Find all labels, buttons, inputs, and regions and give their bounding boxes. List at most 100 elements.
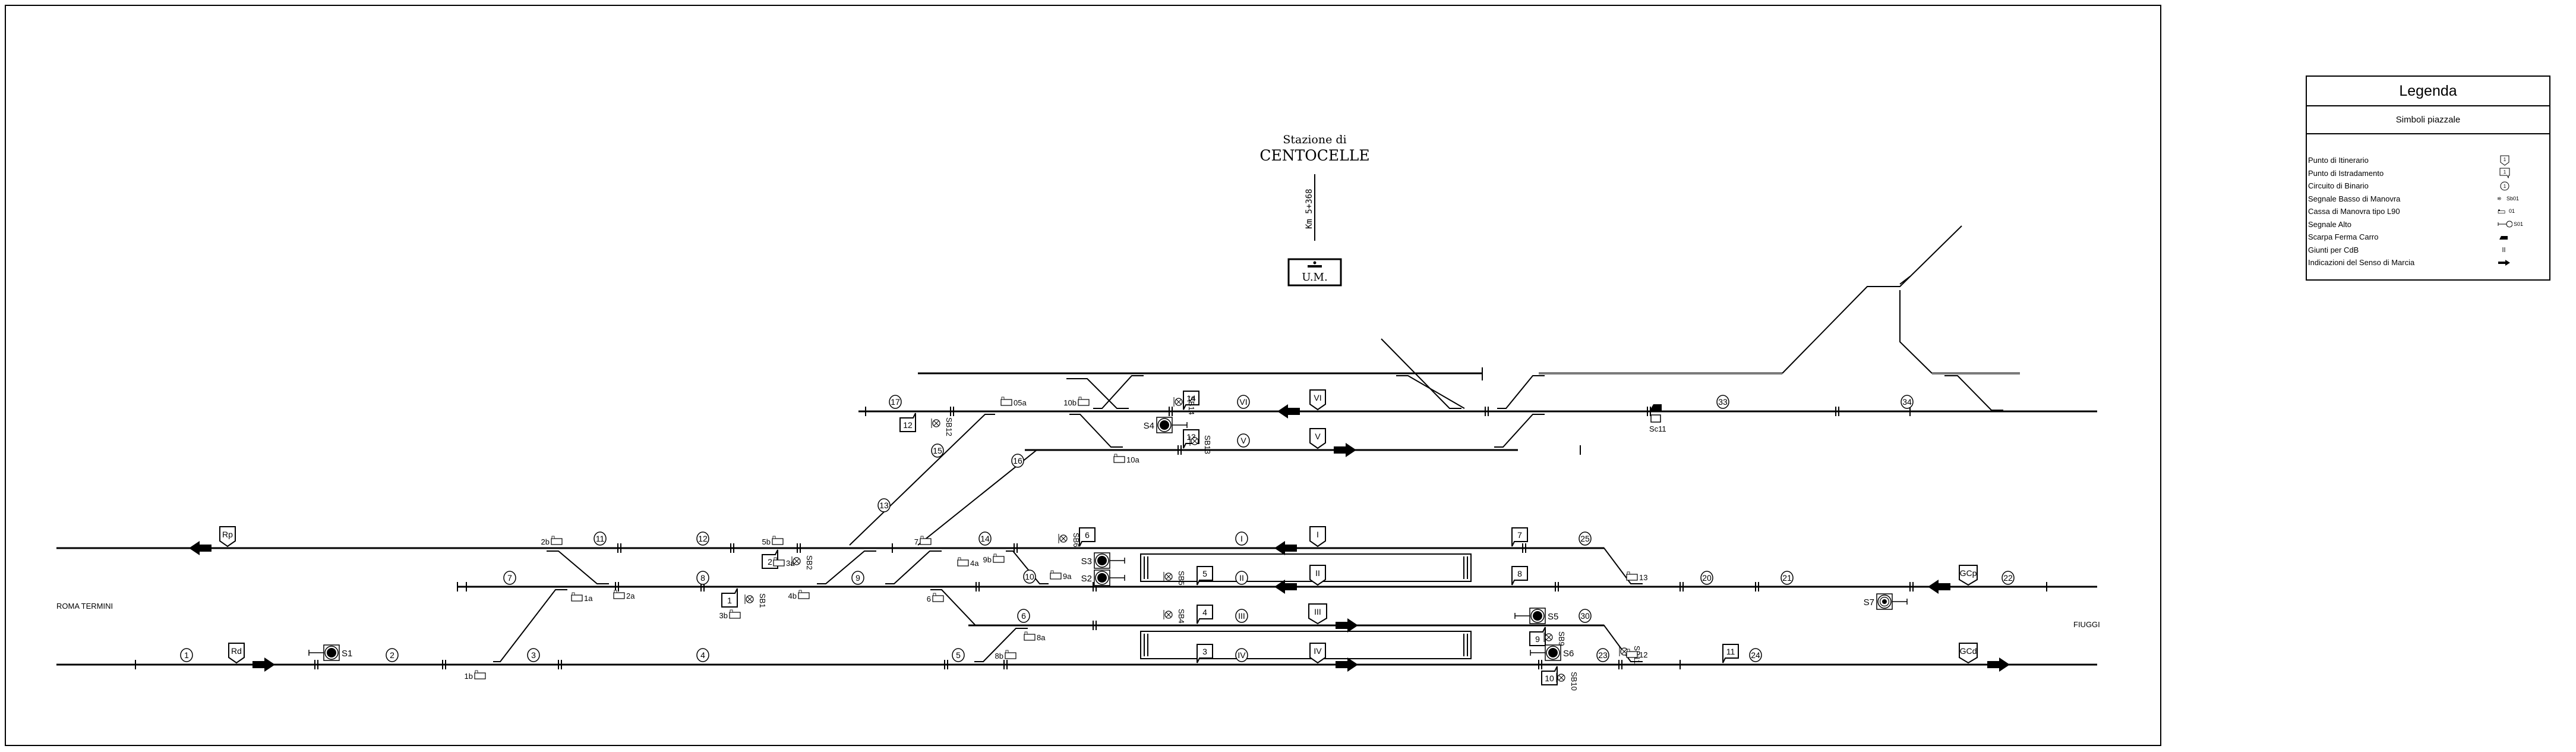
shunting-signal[interactable]: SB5 [1163, 571, 1186, 586]
itinerary-point[interactable]: GCd [1959, 643, 1978, 664]
point-machine[interactable]: 3a [773, 557, 795, 568]
routing-point[interactable]: 14 [1183, 391, 1199, 410]
point-machine[interactable]: 13 [1626, 571, 1647, 582]
shunting-signal[interactable]: SB6 [1058, 533, 1081, 548]
routing-point[interactable]: 5 [1197, 566, 1213, 586]
point-machine[interactable]: 7 [914, 536, 932, 546]
track-circuit[interactable]: 6 [1017, 609, 1030, 623]
track-circuit[interactable]: 1 [180, 648, 193, 662]
shunting-signal[interactable]: SB14 [1173, 396, 1196, 415]
itinerary-point[interactable]: I [1309, 526, 1326, 548]
point-machine[interactable]: 1a [571, 592, 593, 603]
track-circuit[interactable]: 24 [1749, 648, 1762, 662]
point-machine[interactable]: 8b [995, 650, 1016, 660]
track-circuit[interactable]: 2 [386, 648, 399, 662]
routing-point[interactable]: 1 [721, 588, 738, 608]
track-circuit[interactable]: 14 [978, 531, 992, 546]
point-machine[interactable]: 9a [1050, 570, 1072, 581]
shunting-signal[interactable]: SB1 [744, 593, 767, 608]
track-circuit[interactable]: II [1235, 571, 1248, 585]
main-signal[interactable]: S4 [1144, 417, 1188, 433]
main-signal[interactable]: S5 [1514, 608, 1558, 624]
main-signal[interactable]: S7 [1864, 593, 1908, 610]
point-machine[interactable]: 5b [762, 536, 784, 546]
track-circuit-icon [1237, 395, 1250, 409]
track-circuit[interactable]: III [1235, 609, 1248, 623]
point-machine[interactable]: 1b [465, 670, 486, 681]
routing-point[interactable]: 6 [1079, 527, 1096, 547]
track-circuit[interactable]: 17 [889, 395, 902, 409]
itinerary-point[interactable]: V [1309, 428, 1326, 449]
track-circuit[interactable]: 13 [877, 498, 891, 512]
point-machine[interactable]: 4b [788, 590, 810, 600]
track-circuit-icon [889, 395, 902, 409]
track-circuit[interactable]: 7 [503, 571, 516, 585]
point-machine[interactable]: 10b [1063, 397, 1090, 407]
routing-point[interactable]: 11 [1722, 644, 1739, 663]
track-circuit[interactable]: 16 [1011, 454, 1024, 468]
point-machine[interactable]: 3b [719, 609, 741, 620]
point-machine-label: 2a [626, 591, 635, 600]
routing-point[interactable]: 8 [1511, 566, 1528, 586]
routing-point[interactable]: 9 [1529, 627, 1546, 646]
track-circuit[interactable]: 11 [594, 531, 607, 546]
shunting-signal[interactable]: SB4 [1163, 609, 1186, 624]
itinerary-point[interactable]: GCp [1959, 565, 1978, 586]
itinerary-point[interactable]: III [1308, 603, 1327, 625]
shunting-signal[interactable]: SB12 [931, 417, 954, 436]
track-circuit[interactable]: 30 [1579, 609, 1592, 623]
legend-panel: Legenda Simboli piazzale Punto di Itiner… [2306, 75, 2550, 281]
shunting-signal[interactable]: SB9 [1543, 631, 1566, 646]
itinerary-point[interactable]: VI [1309, 389, 1326, 411]
track-circuit[interactable]: 8 [696, 571, 709, 585]
track-circuit[interactable]: I [1235, 531, 1248, 546]
point-machine[interactable]: 8a [1024, 631, 1046, 642]
shunting-signal-label: SB4 [1177, 609, 1186, 624]
track-circuit[interactable]: IV [1235, 648, 1248, 662]
track-circuit[interactable]: V [1237, 433, 1250, 448]
itinerary-point[interactable]: II [1309, 565, 1326, 586]
itinerary-point[interactable]: Rd [228, 643, 245, 664]
track-circuit[interactable]: 33 [1716, 395, 1729, 409]
point-machine[interactable]: 12 [1626, 649, 1647, 659]
routing-point[interactable]: 10 [1541, 666, 1558, 685]
track-circuit[interactable]: VI [1237, 395, 1250, 409]
track-circuit[interactable]: 34 [1901, 395, 1914, 409]
main-signal[interactable]: S6 [1530, 644, 1574, 661]
routing-point[interactable]: 3 [1197, 644, 1213, 663]
track-circuit[interactable]: 3 [527, 648, 540, 662]
itinerary-point[interactable]: Rp [219, 526, 236, 548]
main-signal[interactable]: S3 [1081, 552, 1125, 569]
itinerary-point[interactable]: IV [1309, 643, 1326, 664]
legend-sample: 1 [2504, 184, 2506, 189]
track-circuit[interactable]: 22 [2002, 571, 2015, 585]
track-circuit[interactable]: 10 [1023, 569, 1036, 584]
track-circuit[interactable]: 15 [931, 443, 944, 458]
point-machine[interactable]: 6 [927, 593, 944, 603]
routing-point[interactable]: 12 [899, 413, 916, 432]
track-circuit[interactable]: 9 [851, 571, 864, 585]
point-machine[interactable]: 05a [1000, 397, 1027, 407]
point-machine[interactable]: 4a [957, 557, 979, 568]
point-machine[interactable]: 2a [613, 590, 635, 600]
track-circuit[interactable]: 5 [952, 648, 965, 662]
track-circuit[interactable]: 25 [1579, 531, 1592, 546]
point-machine[interactable]: 2b [541, 536, 563, 546]
track-circuit[interactable]: 20 [1700, 571, 1713, 585]
track-circuit[interactable]: 23 [1596, 648, 1609, 662]
track-circuit[interactable]: 4 [696, 648, 709, 662]
track-circuit[interactable]: 12 [696, 531, 709, 546]
routing-point[interactable]: 4 [1197, 605, 1213, 624]
point-machine[interactable]: 9b [983, 553, 1005, 564]
routing-point[interactable]: 7 [1511, 527, 1528, 547]
main-signal[interactable]: S1 [308, 644, 352, 661]
point-machine[interactable]: 10a [1113, 454, 1139, 464]
track-circuit[interactable]: 21 [1781, 571, 1794, 585]
shunting-signal[interactable]: SB13 [1189, 435, 1212, 454]
shunting-signal[interactable]: SB2 [791, 555, 814, 570]
shunting-signal[interactable]: SB10 [1556, 672, 1579, 691]
wheel-stop-sc11: Sc11 [1649, 404, 1666, 433]
itinerary-point-label: III [1314, 607, 1321, 616]
track-circuit-label: 3 [531, 650, 536, 660]
main-signal[interactable]: S2 [1081, 569, 1125, 586]
